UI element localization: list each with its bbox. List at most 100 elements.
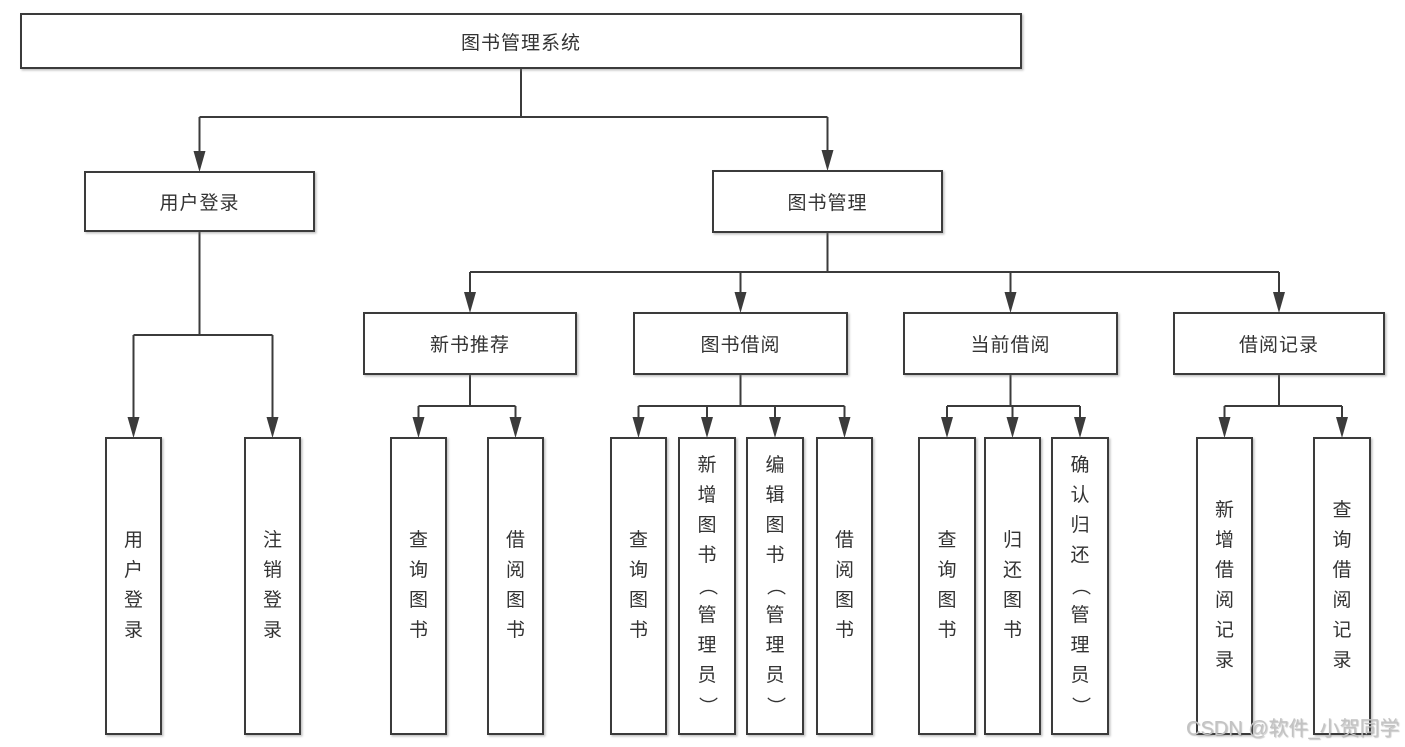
node-br-query: 查询借阅记录 — [1313, 437, 1371, 735]
node-leaf-user-login: 用户登录 — [105, 437, 162, 735]
vertical-char: 归 — [1070, 515, 1090, 536]
node-label-leaf-user-login: 用户登录 — [124, 526, 143, 646]
node-label-current-borrow: 当前借阅 — [970, 335, 1051, 356]
node-label-nbr-borrow: 借阅图书 — [506, 526, 525, 646]
node-book-borrow: 图书借阅 — [633, 312, 848, 375]
vertical-char: 查 — [408, 530, 428, 551]
vertical-char: 图 — [697, 515, 717, 536]
node-new-book-rec: 新书推荐 — [363, 312, 577, 375]
vertical-char: 借 — [505, 530, 525, 551]
vertical-char: 管 — [697, 605, 717, 626]
vertical-char: 员 — [1070, 665, 1090, 686]
node-bb-borrow: 借阅图书 — [816, 437, 873, 735]
vertical-char: 理 — [765, 635, 785, 656]
arrowhead-icon — [266, 417, 279, 438]
node-bb-add: 新增图书（管理员） — [678, 437, 736, 735]
vertical-char: 用 — [123, 530, 143, 551]
vertical-char: 注 — [262, 530, 282, 551]
vertical-char: 借 — [834, 530, 854, 551]
node-label-br-add: 新增借阅记录 — [1215, 496, 1234, 676]
vertical-char: 登 — [123, 590, 143, 611]
arrowhead-icon — [1006, 417, 1019, 438]
arrowhead-icon — [1336, 417, 1348, 438]
vertical-char: 录 — [1214, 650, 1234, 671]
vertical-char: 查 — [937, 530, 957, 551]
vertical-char: 新 — [697, 455, 717, 476]
node-br-add: 新增借阅记录 — [1196, 437, 1253, 735]
vertical-char: 书 — [834, 620, 854, 641]
vertical-char: 阅 — [1214, 590, 1234, 611]
node-label-book-mgmt: 图书管理 — [787, 193, 868, 214]
vertical-char: 登 — [262, 590, 282, 611]
vertical-char: 录 — [123, 620, 143, 641]
vertical-char: 图 — [1002, 590, 1022, 611]
vertical-char: （ — [1069, 576, 1091, 596]
vertical-char: 询 — [937, 560, 957, 581]
arrowhead-icon — [941, 417, 953, 438]
vertical-char: 销 — [262, 560, 282, 581]
node-leaf-logout: 注销登录 — [244, 437, 301, 735]
vertical-char: 录 — [1332, 650, 1352, 671]
vertical-char: 记 — [1332, 620, 1352, 641]
arrowhead-icon — [412, 417, 425, 438]
vertical-char: ） — [1069, 696, 1091, 716]
node-root: 图书管理系统 — [20, 13, 1022, 69]
vertical-char: 辑 — [765, 485, 785, 506]
arrowhead-icon — [193, 151, 206, 172]
vertical-char: ） — [696, 696, 718, 716]
vertical-char: 查 — [628, 530, 648, 551]
vertical-char: 图 — [408, 590, 428, 611]
arrowhead-icon — [769, 417, 781, 438]
connector-book-mgmt — [469, 233, 1280, 294]
node-label-bb-borrow: 借阅图书 — [835, 526, 854, 646]
arrowhead-icon — [1004, 292, 1017, 313]
node-label-cb-confirm: 确认归还（管理员） — [1070, 451, 1091, 721]
node-label-cb-query: 查询图书 — [937, 526, 956, 646]
vertical-char: 增 — [697, 485, 717, 506]
vertical-char: 归 — [1002, 530, 1022, 551]
arrowhead-icon — [1273, 292, 1285, 313]
vertical-char: 书 — [765, 545, 785, 566]
vertical-char: 录 — [262, 620, 282, 641]
node-bb-query: 查询图书 — [610, 437, 667, 735]
arrowhead-icon — [821, 150, 834, 171]
node-label-root: 图书管理系统 — [460, 32, 581, 54]
node-label-bb-edit: 编辑图书（管理员） — [765, 451, 786, 721]
arrowhead-icon — [509, 417, 522, 438]
watermark: CSDN @软件_小贺同学 — [1186, 718, 1400, 740]
node-label-book-borrow: 图书借阅 — [700, 335, 781, 356]
vertical-char: 新 — [1214, 500, 1234, 521]
vertical-char: 书 — [505, 620, 525, 641]
connector-user-login — [132, 232, 274, 419]
vertical-char: 书 — [937, 620, 957, 641]
arrowhead-icon — [127, 417, 140, 438]
vertical-char: 图 — [628, 590, 648, 611]
vertical-char: 户 — [123, 560, 143, 581]
node-cb-return: 归还图书 — [984, 437, 1041, 735]
node-current-borrow: 当前借阅 — [903, 312, 1118, 375]
vertical-char: 图 — [765, 515, 785, 536]
node-label-leaf-logout: 注销登录 — [263, 526, 282, 646]
connector-root — [198, 69, 829, 153]
vertical-char: 认 — [1070, 485, 1090, 506]
vertical-char: 书 — [697, 545, 717, 566]
vertical-char: 员 — [765, 665, 785, 686]
vertical-char: 借 — [1332, 560, 1352, 581]
connector-current-borrow — [946, 375, 1081, 419]
vertical-char: 阅 — [1332, 590, 1352, 611]
vertical-char: 管 — [765, 605, 785, 626]
arrowhead-icon — [734, 292, 747, 313]
node-label-br-query: 查询借阅记录 — [1332, 496, 1351, 676]
vertical-char: 阅 — [505, 560, 525, 581]
arrowhead-icon — [838, 417, 851, 438]
node-label-nbr-query: 查询图书 — [409, 526, 428, 646]
vertical-char: 询 — [628, 560, 648, 581]
vertical-char: 还 — [1002, 560, 1022, 581]
node-label-new-book-rec: 新书推荐 — [429, 335, 510, 356]
vertical-char: 借 — [1214, 560, 1234, 581]
vertical-char: 询 — [1332, 530, 1352, 551]
vertical-char: 员 — [697, 665, 717, 686]
